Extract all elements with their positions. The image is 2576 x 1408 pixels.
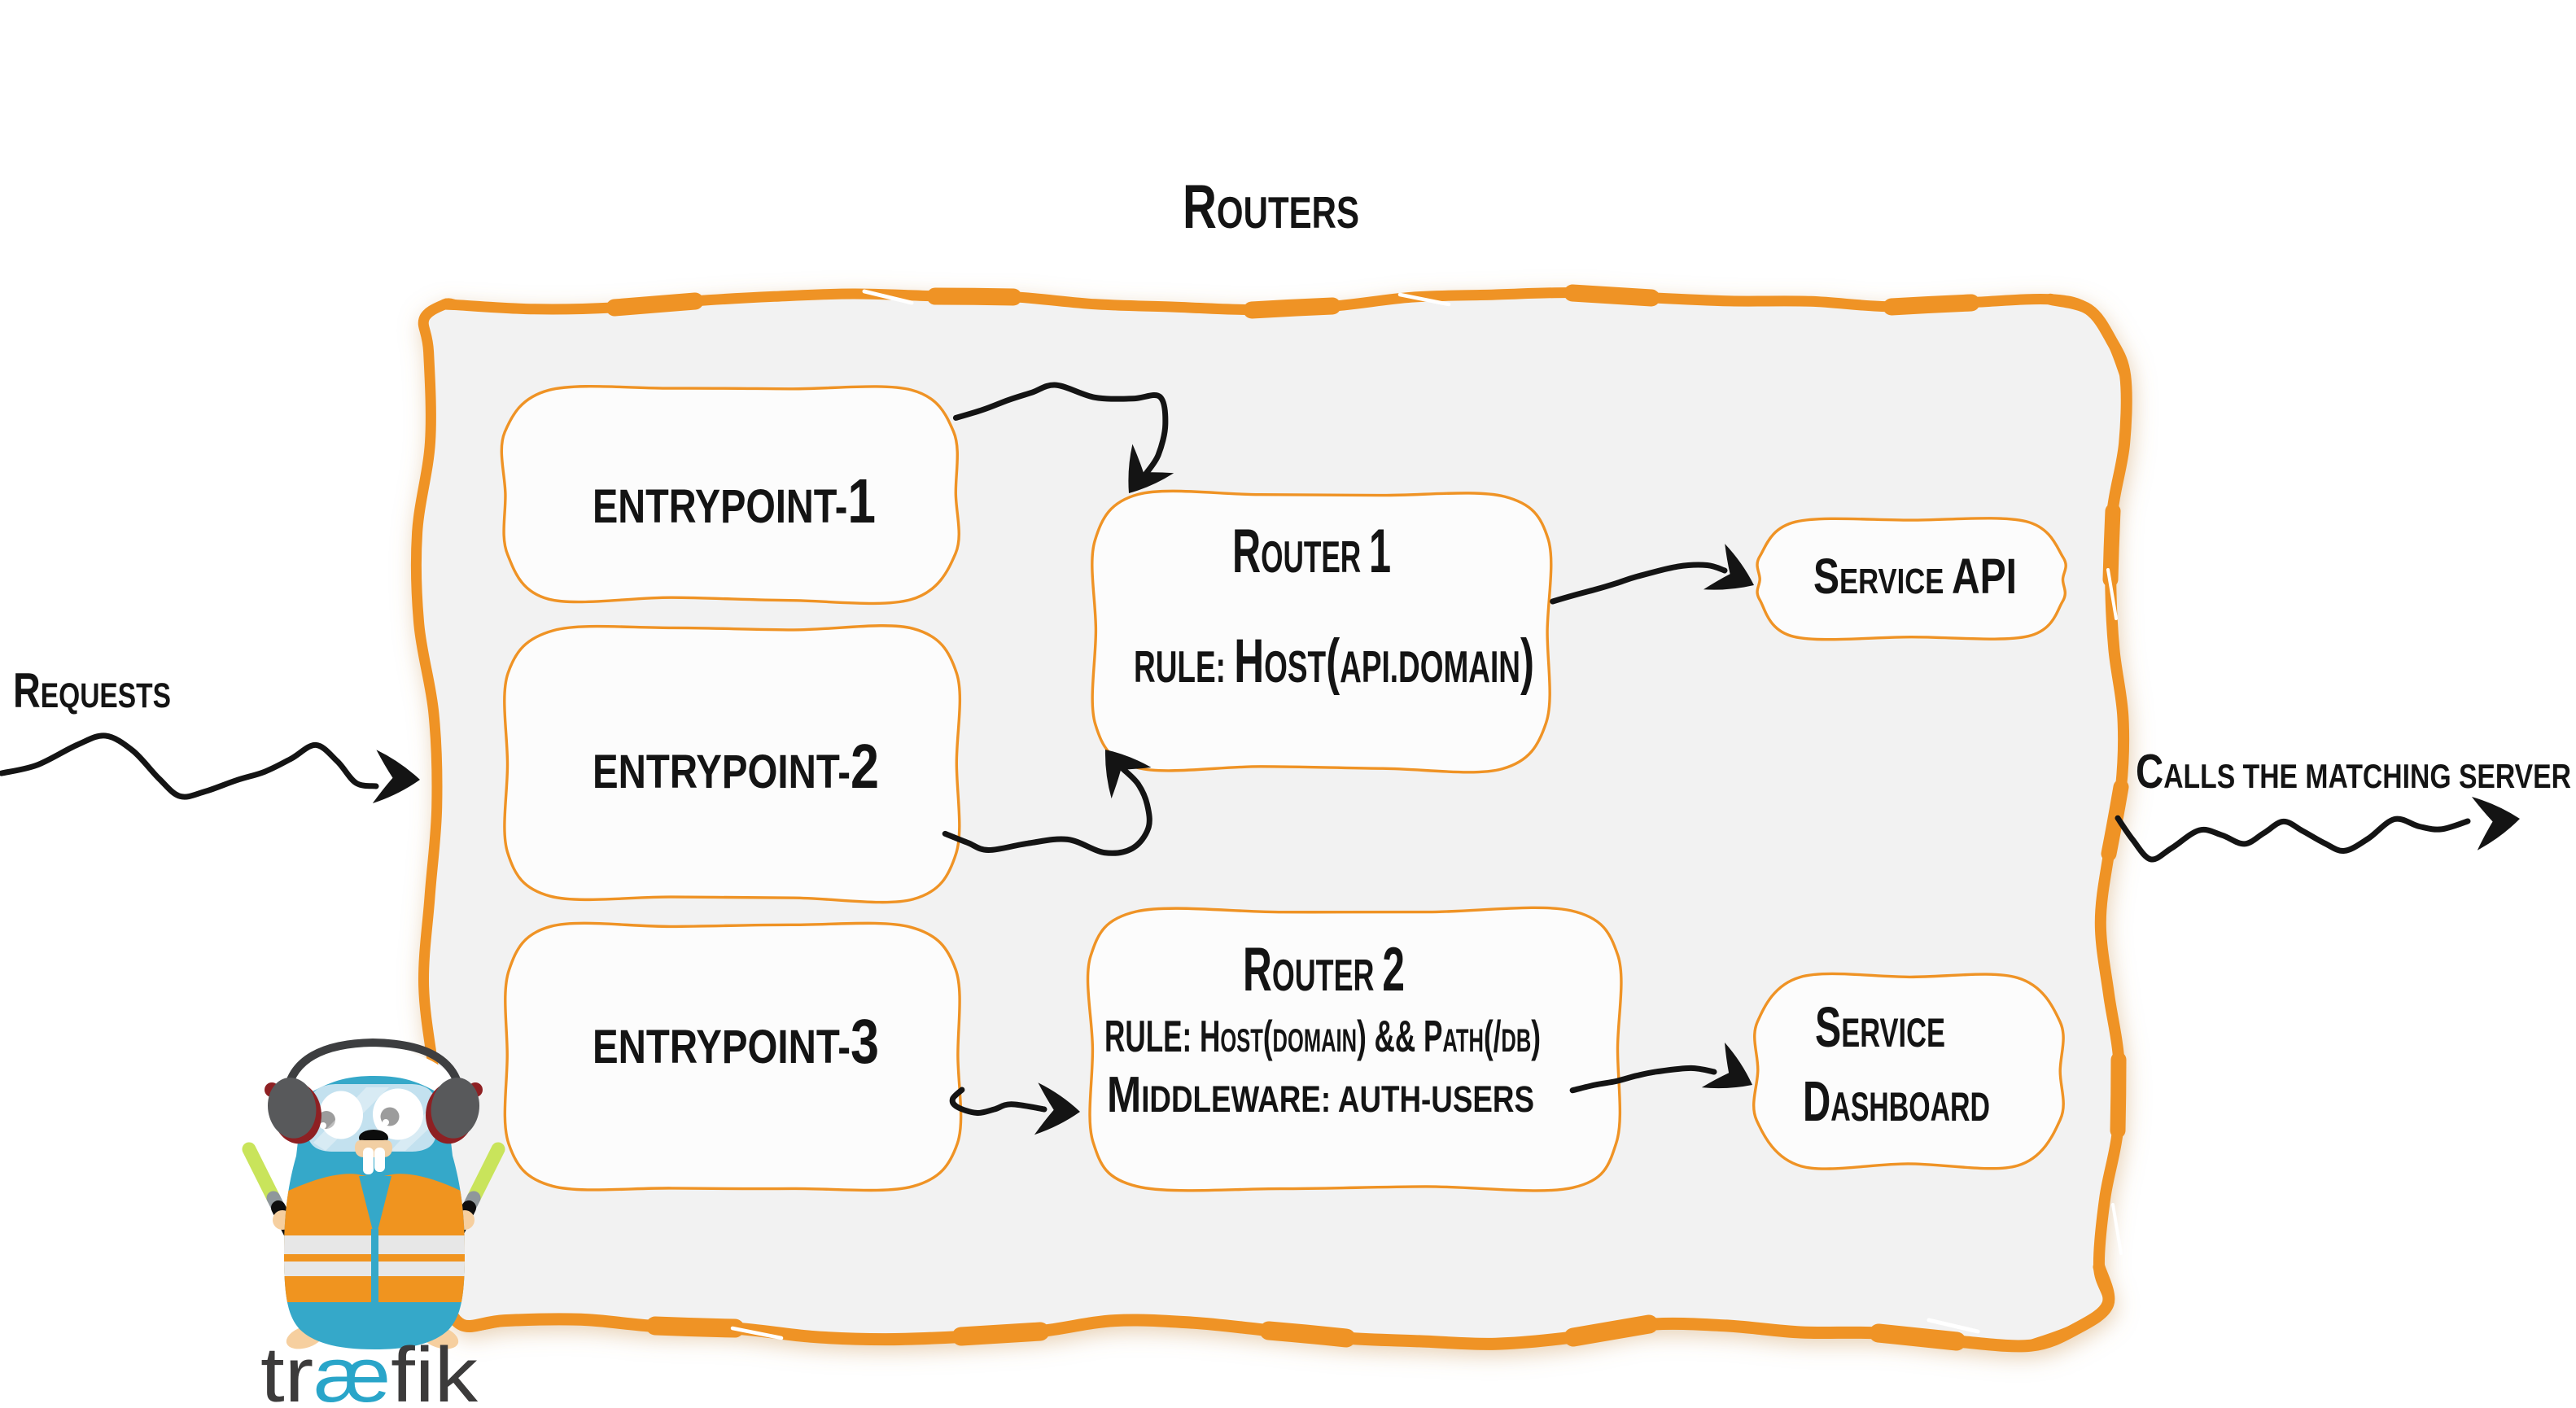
svg-text:REQUESTS: REQUESTS <box>13 663 171 718</box>
svg-text:MIDDLEWARE: AUTH-USERS: MIDDLEWARE: AUTH-USERS <box>1107 1067 1534 1123</box>
svg-text:ROUTER 2: ROUTER 2 <box>1243 935 1405 1004</box>
svg-text:ENTRYPOINT-1: ENTRYPOINT-1 <box>593 466 876 536</box>
svg-text:DASHBOARD: DASHBOARD <box>1803 1069 1990 1133</box>
svg-text:RULE: HOST(API.DOMAIN): RULE: HOST(API.DOMAIN) <box>1134 627 1534 696</box>
svg-text:RULE: HOST(DOMAIN) && PATH(/DB: RULE: HOST(DOMAIN) && PATH(/DB) <box>1104 1011 1541 1061</box>
svg-text:ROUTER 1: ROUTER 1 <box>1232 517 1391 586</box>
svg-text:SERVICE: SERVICE <box>1815 995 1945 1059</box>
svg-text:CALLS THE MATCHING SERVER: CALLS THE MATCHING SERVER <box>2136 745 2571 798</box>
svg-text:ENTRYPOINT-2: ENTRYPOINT-2 <box>593 732 879 802</box>
svg-text:ROUTERS: ROUTERS <box>1183 173 1359 242</box>
svg-text:ENTRYPOINT-3: ENTRYPOINT-3 <box>593 1007 879 1077</box>
svg-text:SERVICE API: SERVICE API <box>1813 549 2017 604</box>
